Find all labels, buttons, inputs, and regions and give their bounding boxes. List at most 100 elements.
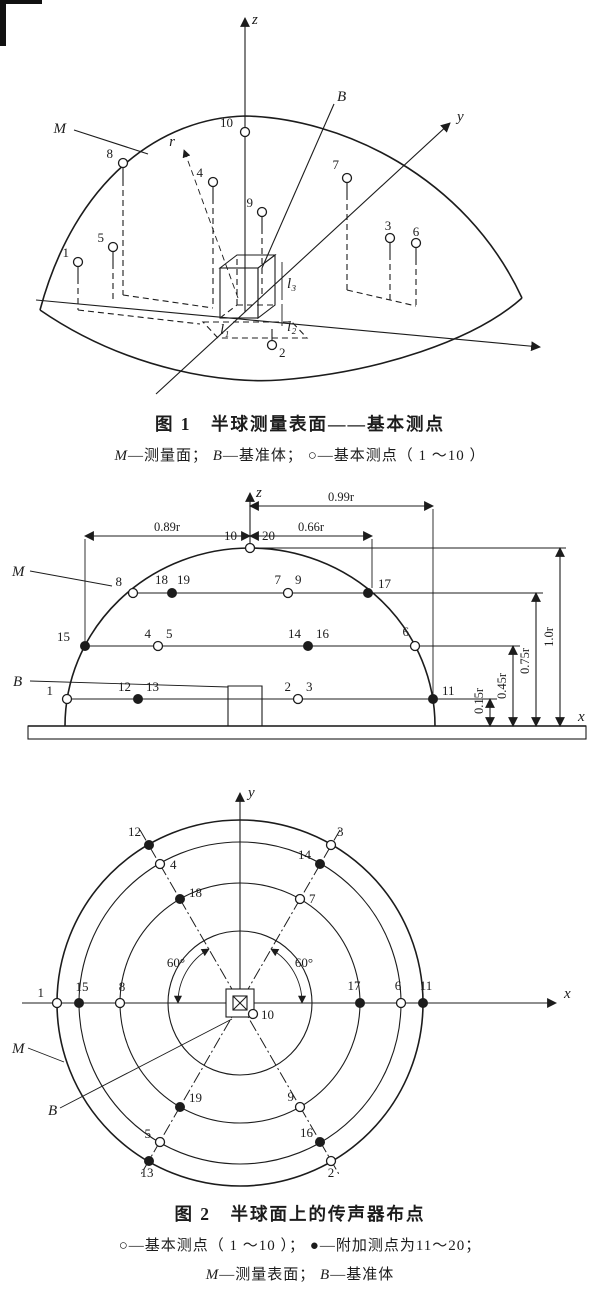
- box-dim-l3-label: l₃: [287, 276, 296, 292]
- scan-artifact-left: [0, 0, 6, 46]
- point-13-marker: [144, 1156, 154, 1166]
- hemisphere-base-edge: [39, 297, 523, 382]
- point-16-marker: [315, 1137, 325, 1147]
- point-4-5-marker: [152, 640, 164, 652]
- point-7-label: 7: [333, 157, 340, 172]
- point-3-label: 3: [385, 218, 392, 233]
- point-7-marker: [341, 172, 353, 184]
- point-6-marker: [410, 237, 422, 249]
- x-axis: [35, 299, 541, 352]
- point-9-marker: [256, 206, 268, 218]
- point-2-marker: [325, 1155, 337, 1167]
- point-19-label: 19: [189, 1090, 202, 1105]
- point-9-marker: [294, 1101, 306, 1113]
- figure1-legend-m-text: —测量面；: [127, 448, 208, 464]
- ground-hatching: [27, 725, 587, 740]
- x-axis-label: x: [563, 986, 571, 1002]
- point-11-marker: [418, 998, 428, 1008]
- point-10-label: 10: [224, 528, 237, 543]
- point-13-label: 13: [146, 679, 159, 694]
- point-16-label: 16: [300, 1125, 314, 1140]
- point-1-marker: [51, 997, 63, 1009]
- point-1-marker: [61, 693, 73, 705]
- point-15-label: 15: [76, 979, 89, 994]
- point-18-marker: [175, 894, 185, 904]
- point-17-marker: [355, 998, 365, 1008]
- diagonal-120deg: [139, 829, 341, 1177]
- box-dim-l1-label: l₁: [220, 322, 229, 338]
- point-6-marker: [395, 997, 407, 1009]
- point-8-label: 8: [119, 979, 126, 994]
- point-2-label: 2: [328, 1165, 335, 1180]
- box-dim-l2-label: l₂: [287, 319, 296, 335]
- point-10-20-marker: [244, 542, 256, 554]
- point-14-label: 14: [298, 847, 312, 862]
- angle-left-label: 60°: [167, 955, 185, 970]
- b-leader-line: [59, 1018, 233, 1109]
- y-axis-label: y: [455, 109, 464, 125]
- z-axis-label: z: [251, 12, 258, 28]
- b-leader-line: [29, 680, 229, 688]
- point-15-marker: [80, 641, 90, 651]
- figure2-side-view: x z 0.99r 0.89r 0.66r 1.0r 0.75r 0.45r 0: [11, 485, 587, 740]
- point-17-label: 17: [378, 576, 392, 591]
- dim-099r-label: 0.99r: [328, 490, 355, 504]
- point-3-label: 3: [337, 824, 344, 839]
- dim-075r-label: 0.75r: [518, 647, 532, 674]
- point-6-label: 6: [403, 624, 410, 639]
- point-8-marker: [127, 587, 139, 599]
- diagonal-60deg: [139, 829, 341, 1177]
- top-view-points: [51, 839, 428, 1167]
- point-5-marker: [107, 241, 119, 253]
- point-1-label: 1: [47, 683, 54, 698]
- figure2-top-view: x y 60° 60° M B: [11, 785, 571, 1187]
- x-axis-label: x: [577, 709, 585, 725]
- microphone-stems: [77, 167, 417, 341]
- height-lines: [67, 547, 566, 700]
- point-8-marker: [117, 157, 129, 169]
- point-1-label: 1: [38, 985, 45, 1000]
- figure1-legend-points: ○—基本测点（ 1 ～10 ）: [307, 448, 486, 464]
- point-14-label: 14: [288, 626, 302, 641]
- figure1-title: 图 1 半球测量表面——基本测点: [154, 414, 446, 434]
- point-2-label: 2: [279, 345, 286, 360]
- point-9-label: 9: [288, 1089, 295, 1104]
- point-14-marker: [315, 859, 325, 869]
- point-12-label: 12: [128, 824, 141, 839]
- point-19-label: 19: [177, 572, 190, 587]
- figure2-legend-m: M: [205, 1267, 220, 1283]
- point-17-marker: [363, 588, 373, 598]
- dashed-construction-lines: [77, 180, 417, 339]
- point-10-marker: [239, 126, 251, 138]
- dim-066r-label: 0.66r: [298, 520, 325, 534]
- point-7-9-marker: [282, 587, 294, 599]
- figure2-title: 图 2 半球面上的传声器布点: [174, 1204, 426, 1224]
- point-1-marker: [72, 256, 84, 268]
- figure1-legend: M—测量面； B—基准体； ○—基本测点（ 1 ～10 ）: [0, 444, 600, 465]
- point-4-marker: [154, 858, 166, 870]
- point-6-label: 6: [395, 978, 402, 993]
- point-19-marker: [175, 1102, 185, 1112]
- point-11-marker: [428, 694, 438, 704]
- side-view-point-labels: 10 20 8 18 19 7 9 17 15 4 5 14 16 6 1 12…: [47, 528, 455, 698]
- point-5-label: 5: [166, 626, 173, 641]
- b-leader-line: [261, 103, 335, 269]
- point-10-label: 10: [220, 115, 233, 130]
- point-11-label: 11: [442, 683, 455, 698]
- angle-arc-left: [173, 948, 210, 1004]
- point-6-label: 6: [413, 224, 420, 239]
- point-9-label: 9: [295, 572, 302, 587]
- point-5-label: 5: [98, 230, 105, 245]
- reference-box: [227, 685, 263, 726]
- m-label: M: [11, 1041, 26, 1057]
- point-4-label: 4: [197, 165, 204, 180]
- angle-arc-right: [270, 948, 307, 1004]
- point-15-marker: [74, 998, 84, 1008]
- point-3-marker: [325, 839, 337, 851]
- figure1-caption: 图 1 半球测量表面——基本测点 M—测量面； B—基准体； ○—基本测点（ 1…: [0, 405, 600, 481]
- basic-points: [72, 126, 422, 351]
- figure1-hemisphere-3d: z y B r M: [35, 12, 541, 395]
- figure2-legend-m-text: —测量表面；: [219, 1267, 316, 1283]
- point-4-label: 4: [170, 857, 177, 872]
- point-8-marker: [114, 997, 126, 1009]
